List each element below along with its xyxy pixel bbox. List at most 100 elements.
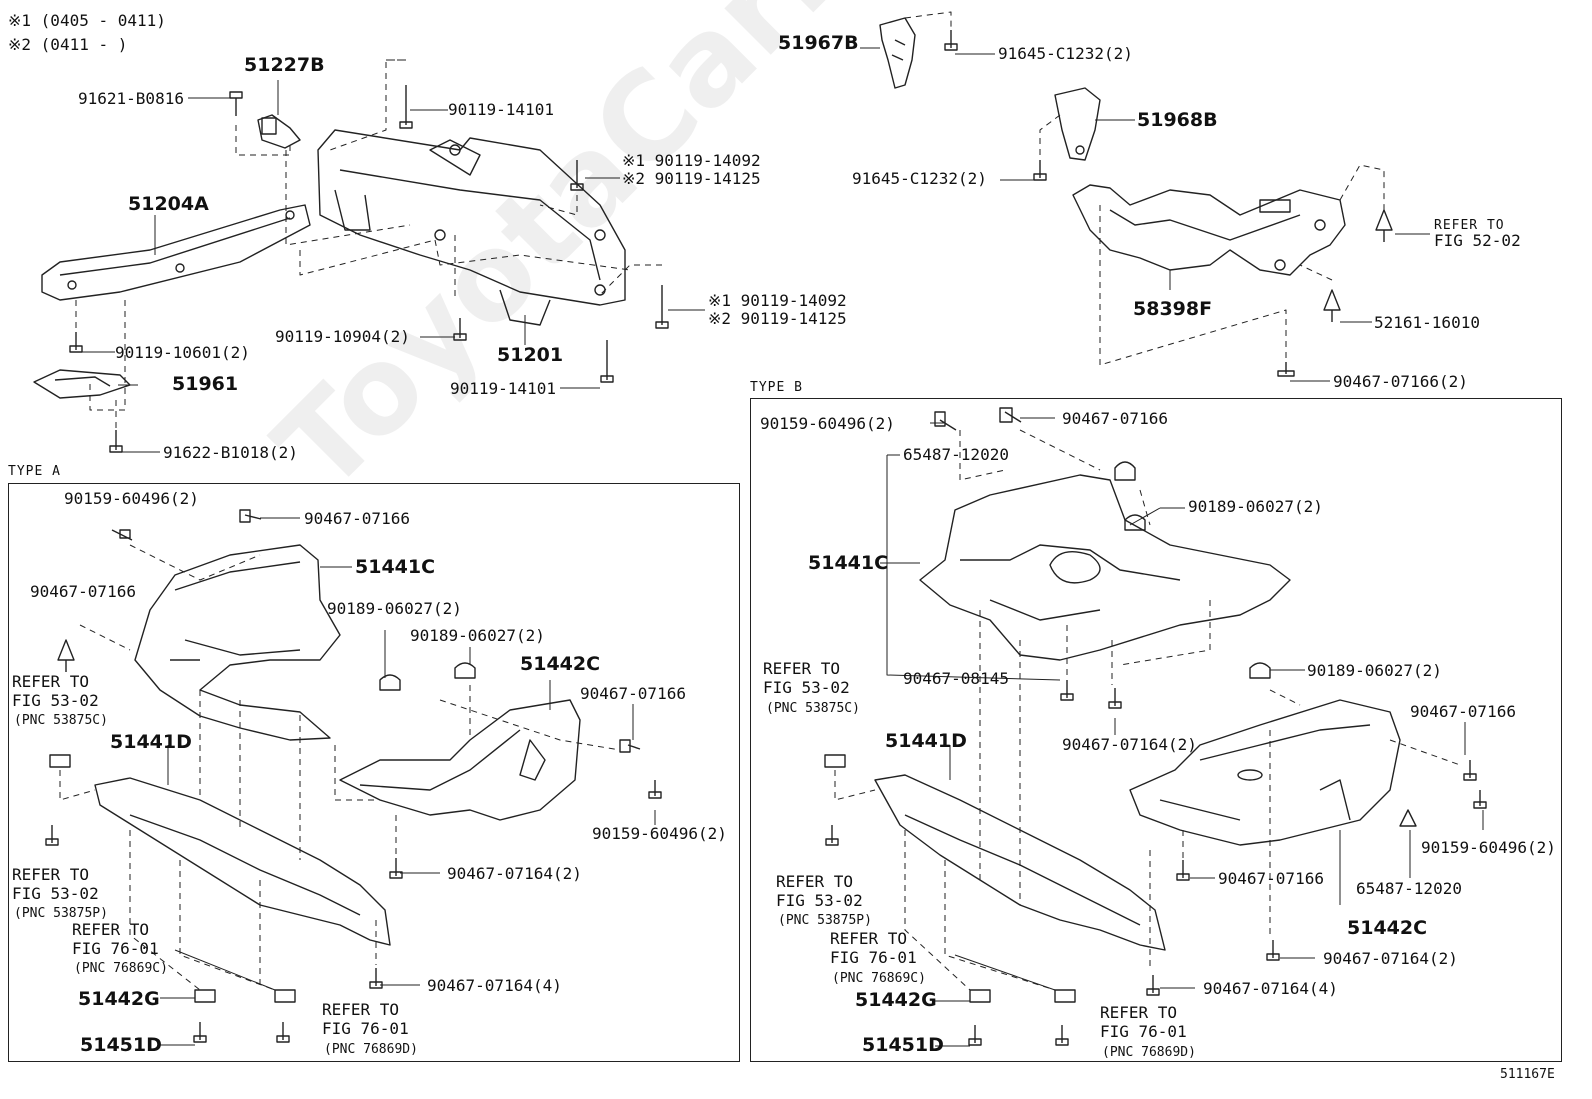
a-part-90467-07164-a: 90467-07164(2): [447, 864, 582, 883]
diagram-id: 511167E: [1500, 1067, 1555, 1082]
a-refer-4-line1: REFER TO: [322, 1000, 400, 1019]
b-refer-3-line3: (PNC 76869C): [832, 971, 926, 986]
b-part-51441c: 51441C: [808, 552, 889, 574]
part-91622-b1018: 91622-B1018(2): [163, 443, 298, 462]
b-refer-1-line1: REFER TO: [763, 659, 841, 678]
type-b-frame: [750, 398, 1562, 1062]
part-90119-10904: 90119-10904(2): [275, 327, 410, 346]
b-part-90467-07164-c: 90467-07164(4): [1203, 979, 1338, 998]
a-refer-3-line2: FIG 76-01: [72, 939, 159, 958]
a-part-90159-60496-a: 90159-60496(2): [64, 489, 199, 508]
b-refer-1-line2: FIG 53-02: [763, 678, 850, 697]
leader-lines: [80, 47, 1484, 1047]
bracket-51227b: [257, 114, 301, 149]
b-part-90467-07164-a: 90467-07164(2): [1062, 735, 1197, 754]
cover-58398f: [1072, 184, 1346, 276]
b-part-90467-07166-c: 90467-07166: [1218, 869, 1324, 888]
b-refer-4-line3: (PNC 76869D): [1102, 1045, 1196, 1060]
section-type-a: TYPE A: [8, 464, 61, 479]
b-part-51441d: 51441D: [885, 730, 967, 752]
part-90119-14092-b: ※1 90119-14092: [708, 291, 847, 310]
b-part-90189-06027-a: 90189-06027(2): [1188, 497, 1323, 516]
part-51967b: 51967B: [778, 32, 859, 54]
b-refer-3-line1: REFER TO: [830, 929, 908, 948]
top-bolts: [69, 85, 669, 453]
bracket-51967b: [879, 17, 916, 89]
part-52161-16010: 52161-16010: [1374, 313, 1480, 332]
b-part-90467-08145: 90467-08145: [903, 669, 1009, 688]
b-refer-4-line1: REFER TO: [1100, 1003, 1178, 1022]
type-b-leader-dashes: [834, 429, 1461, 991]
a-part-90467-07166-c: 90467-07166: [580, 684, 686, 703]
part-51227b: 51227B: [244, 54, 325, 76]
a-part-90189-06027-b: 90189-06027(2): [410, 626, 545, 645]
plate-51961: [33, 369, 131, 399]
b-part-90467-07166-b: 90467-07166: [1410, 702, 1516, 721]
part-90119-10601: 90119-10601(2): [115, 343, 250, 362]
note-1: ※1 (0405 - 0411): [8, 11, 166, 30]
top-right-fasteners: [944, 30, 1393, 377]
part-91645-c1232-a: 91645-C1232(2): [998, 44, 1133, 63]
a-part-90467-07166-a: 90467-07166: [304, 509, 410, 528]
a-part-51442c: 51442C: [520, 653, 601, 675]
b-refer-2-line1: REFER TO: [776, 872, 854, 891]
type-b-cover-51442c: [1129, 699, 1401, 846]
b-part-51442c: 51442C: [1347, 917, 1428, 939]
type-a-cover-51442c: [339, 699, 581, 821]
a-part-90467-07164-b: 90467-07164(4): [427, 976, 562, 995]
type-b-fasteners: [824, 407, 1487, 1046]
bracket-51968b: [1054, 87, 1101, 161]
top-right-leader-dashes: [904, 11, 1385, 366]
a-part-90159-60496-b: 90159-60496(2): [592, 824, 727, 843]
type-a-frame: [8, 483, 740, 1062]
part-90119-14125-b: ※2 90119-14125: [708, 309, 847, 328]
a-refer-1-line3: (PNC 53875C): [14, 713, 108, 728]
a-refer-3-line1: REFER TO: [72, 920, 150, 939]
a-part-51441c: 51441C: [355, 556, 436, 578]
part-51201: 51201: [497, 344, 564, 366]
top-left-leader-dashes: [75, 59, 662, 428]
a-part-90189-06027-a: 90189-06027(2): [327, 599, 462, 618]
b-part-90189-06027-b: 90189-06027(2): [1307, 661, 1442, 680]
b-part-90467-07166-a: 90467-07166: [1062, 409, 1168, 428]
refer-fig-52-02-line2: FIG 52-02: [1434, 231, 1521, 250]
a-refer-1-line1: REFER TO: [12, 672, 90, 691]
b-refer-2-line2: FIG 53-02: [776, 891, 863, 910]
b-part-65487-12020-b: 65487-12020: [1356, 879, 1462, 898]
note-2: ※2 (0411 - ): [8, 35, 128, 54]
a-part-51451d: 51451D: [80, 1034, 162, 1056]
b-refer-4-line2: FIG 76-01: [1100, 1022, 1187, 1041]
type-a-fasteners: [45, 509, 662, 1043]
b-part-90159-60496-a: 90159-60496(2): [760, 414, 895, 433]
part-90119-14101-b: 90119-14101: [450, 379, 556, 398]
a-part-51442g: 51442G: [78, 988, 160, 1010]
a-refer-4-line2: FIG 76-01: [322, 1019, 409, 1038]
part-90119-14092-a: ※1 90119-14092: [622, 151, 761, 170]
type-a-under-cover-51441d: [94, 777, 391, 946]
b-part-90159-60496-b: 90159-60496(2): [1421, 838, 1556, 857]
a-refer-1-line2: FIG 53-02: [12, 691, 99, 710]
part-51961: 51961: [172, 373, 239, 395]
a-refer-4-line3: (PNC 76869D): [324, 1042, 418, 1057]
a-part-90467-07166-b: 90467-07166: [30, 582, 136, 601]
refer-fig-52-02-line1: REFER TO: [1434, 218, 1505, 233]
brace-51204a: [41, 204, 311, 301]
a-part-51441d: 51441D: [110, 731, 192, 753]
part-90119-14125-a: ※2 90119-14125: [622, 169, 761, 188]
part-51968b: 51968B: [1137, 109, 1218, 131]
b-refer-2-line3: (PNC 53875P): [778, 913, 872, 928]
a-refer-3-line3: (PNC 76869C): [74, 961, 168, 976]
part-90119-14101-a: 90119-14101: [448, 100, 554, 119]
a-refer-2-line2: FIG 53-02: [12, 884, 99, 903]
b-part-65487-12020-a: 65487-12020: [903, 445, 1009, 464]
b-refer-1-line3: (PNC 53875C): [766, 701, 860, 716]
b-refer-3-line2: FIG 76-01: [830, 948, 917, 967]
b-part-51451d: 51451D: [862, 1034, 944, 1056]
type-a-leader-dashes: [59, 544, 621, 991]
part-91645-c1232-b: 91645-C1232(2): [852, 169, 987, 188]
type-a-cover-51441c: [134, 544, 341, 741]
part-91621-b0816: 91621-B0816: [78, 89, 184, 108]
section-type-b: TYPE B: [750, 380, 803, 395]
